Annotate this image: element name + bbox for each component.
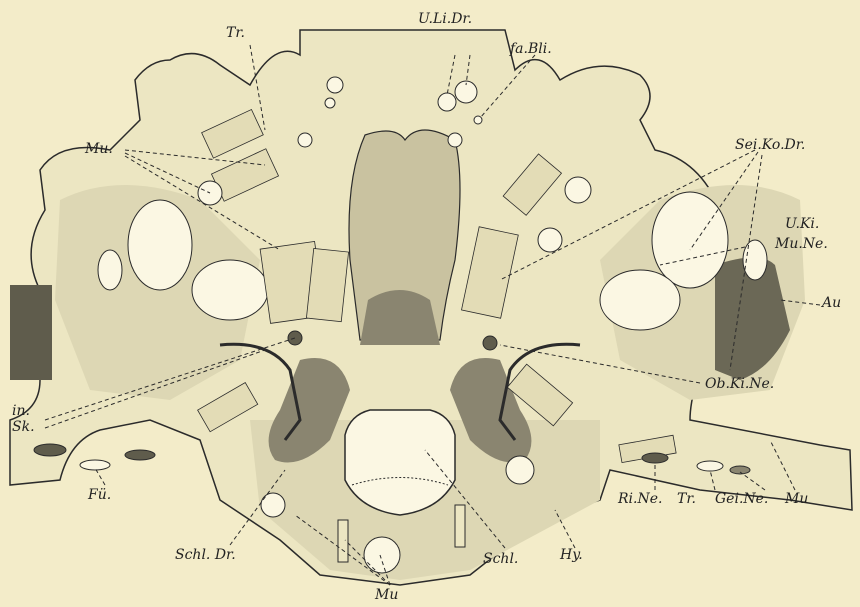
label-gei-ne: Gei.Ne. [715, 492, 768, 506]
cavity-right-2 [600, 270, 680, 330]
cavity-left-2 [192, 260, 268, 320]
cavity-left-1 [128, 200, 192, 290]
label-tr-bottom: Tr. [677, 492, 696, 506]
label-au: Au [822, 296, 841, 310]
label-sei-ko-dr: Sei.Ko.Dr. [735, 138, 805, 152]
label-hy: Hy. [560, 548, 583, 562]
small-cavity-left [98, 250, 122, 290]
label-in: in. [12, 404, 30, 418]
label-mu-ne: Mu.Ne. [775, 237, 828, 251]
eye-left [10, 285, 52, 380]
pharynx-cavity [345, 410, 455, 515]
label-mu-bottom: Mu [375, 588, 398, 602]
label-fu: Fü. [88, 488, 111, 502]
label-mu-left: Mu. [85, 142, 113, 156]
label-schl-dr: Schl. Dr. [175, 548, 236, 562]
label-tr-top: Tr. [226, 26, 245, 40]
label-mu-right: Mu [785, 492, 808, 506]
label-u-ki: U.Ki. [785, 217, 819, 231]
label-ri-ne: Ri.Ne. [618, 492, 662, 506]
cavity-right-1 [652, 192, 728, 288]
label-sk: Sk. [12, 420, 35, 434]
label-fa-bli: fa.Bli. [510, 42, 552, 56]
label-ob-ki-ne: Ob.Ki.Ne. [705, 377, 774, 391]
label-u-li-dr: U.Li.Dr. [418, 12, 472, 26]
label-schl: Schl. [483, 552, 518, 566]
